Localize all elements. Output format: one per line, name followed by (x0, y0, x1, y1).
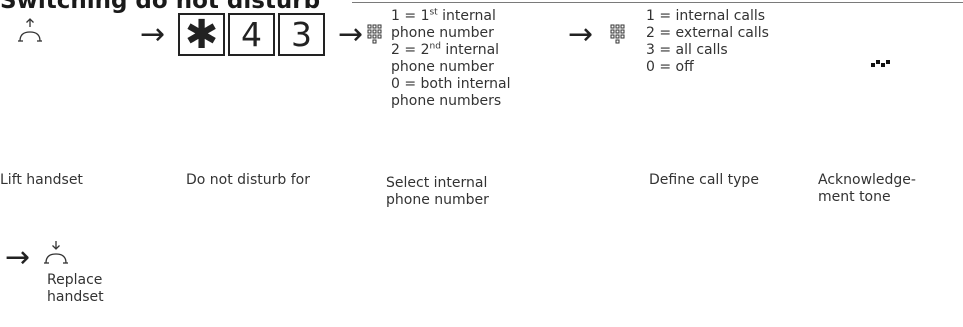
option-line: 0 = both internal (391, 76, 511, 92)
call-type-line: 2 = external calls (646, 25, 769, 41)
call-type-options: 1 = internal calls 2 = external calls 3 … (646, 8, 769, 76)
phone-number-options: 1 = 1st internal phone number 2 = 2nd in… (391, 8, 511, 110)
heading-rule (352, 2, 963, 3)
call-type-line: 1 = internal calls (646, 8, 766, 24)
digit-key-4: 4 (228, 13, 275, 56)
option-line: 1 = 1st internal (391, 7, 496, 24)
label-lift-handset: Lift handset (0, 172, 83, 188)
lift-handset-icon (18, 18, 42, 42)
option-line: phone number (391, 59, 494, 75)
acknowledgement-tone-icon (871, 60, 890, 67)
label-replace-handset: Replace handset (47, 272, 104, 305)
flow-arrow: → (568, 17, 594, 52)
flow-arrow: → (140, 17, 166, 52)
label-define-call-type: Define call type (649, 172, 759, 188)
call-type-line: 0 = off (646, 59, 694, 75)
keypad-icon (610, 24, 625, 44)
option-line: 2 = 2nd internal (391, 41, 500, 58)
call-type-line: 3 = all calls (646, 42, 728, 58)
flow-arrow: → (338, 17, 364, 52)
keypad-icon (367, 24, 382, 44)
replace-handset-icon (44, 241, 68, 264)
label-do-not-disturb: Do not disturb for (186, 172, 310, 188)
label-acknowledgement-tone: Acknowledge- ment tone (818, 172, 916, 205)
label-select-number: Select internal phone number (386, 175, 489, 208)
section-heading: Switching do not disturb (0, 0, 321, 14)
option-line: phone numbers (391, 93, 502, 109)
star-key: ✱ (178, 12, 225, 58)
digit-key-3: 3 (278, 13, 325, 56)
flow-arrow: → (5, 240, 31, 275)
option-line: phone number (391, 25, 494, 41)
